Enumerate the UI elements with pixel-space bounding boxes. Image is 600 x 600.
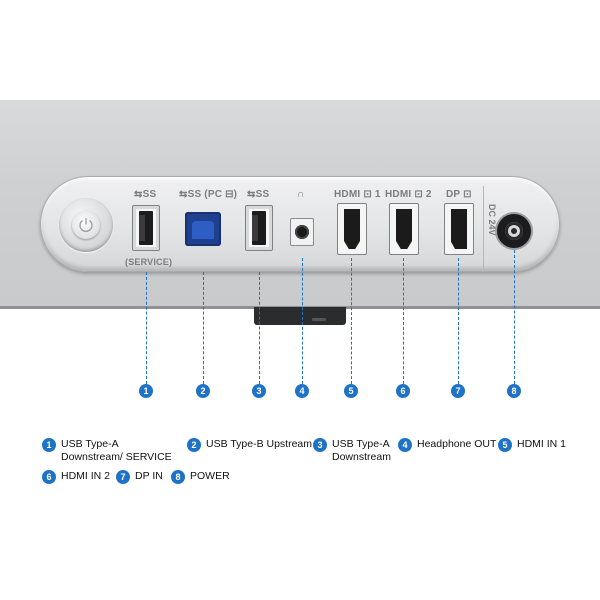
legend-badge: 6: [42, 470, 56, 484]
legend-item-8: 8 POWER: [171, 470, 251, 484]
legend-text: DP IN: [135, 470, 163, 482]
leader-line-5: [351, 258, 352, 384]
callout-6: 6: [396, 384, 410, 398]
dc-label: DC 24V: [487, 204, 497, 236]
leader-line-1: [146, 272, 147, 384]
dc-power-jack[interactable]: [497, 214, 531, 248]
displayport-port[interactable]: [444, 203, 474, 255]
usb-b-mark: ⇆SS (PC ⊟): [179, 189, 238, 200]
leader-line-3: [259, 272, 260, 384]
hdmi2-label: HDMI ⊡ 2: [385, 189, 432, 200]
power-icon: [79, 218, 93, 232]
legend-badge: 5: [498, 438, 512, 452]
legend-item-3: 3 USB Type-A Downstream: [313, 438, 395, 464]
legend-text: HDMI IN 1: [517, 438, 567, 450]
hdmi-port-1[interactable]: [337, 203, 367, 255]
callout-8: 8: [507, 384, 521, 398]
hdmi-port-2[interactable]: [389, 203, 419, 255]
legend-text: POWER: [190, 470, 230, 482]
usb-a-port-2[interactable]: [245, 205, 273, 251]
hdmi1-label: HDMI ⊡ 1: [334, 189, 381, 200]
stand-slot: [312, 318, 326, 321]
legend-text: USB Type-A Downstream/ SERVICE: [61, 438, 172, 463]
legend-item-7: 7 DP IN: [116, 470, 176, 484]
callout-2: 2: [196, 384, 210, 398]
usb-a-1-mark: ⇆SS: [134, 189, 157, 200]
legend-badge: 4: [398, 438, 412, 452]
leader-line-8: [514, 250, 515, 384]
callout-4: 4: [295, 384, 309, 398]
leader-line-2: [203, 272, 204, 384]
dp-label: DP ⊡: [446, 189, 472, 200]
callout-7: 7: [451, 384, 465, 398]
service-label: (SERVICE): [125, 257, 173, 267]
legend-badge: 7: [116, 470, 130, 484]
headphone-jack[interactable]: [290, 218, 314, 246]
usb-b-port[interactable]: [185, 212, 221, 246]
dc-divider: [483, 186, 484, 270]
callout-1: 1: [139, 384, 153, 398]
legend-badge: 3: [313, 438, 327, 452]
legend-item-5: 5 HDMI IN 1: [498, 438, 578, 452]
legend-item-6: 6 HDMI IN 2: [42, 470, 122, 484]
callout-5: 5: [344, 384, 358, 398]
power-button[interactable]: [72, 211, 100, 239]
callout-3: 3: [252, 384, 266, 398]
leader-line-7: [458, 258, 459, 384]
legend-item-1: 1 USB Type-A Downstream/ SERVICE: [42, 438, 182, 464]
legend-text: HDMI IN 2: [61, 470, 111, 482]
headphone-icon: ∩: [297, 189, 305, 200]
legend-item-2: 2 USB Type-B Upstream: [187, 438, 312, 452]
legend-badge: 1: [42, 438, 56, 452]
legend-item-4: 4 Headphone OUT: [398, 438, 498, 452]
usb-a-2-mark: ⇆SS: [247, 189, 270, 200]
legend-badge: 8: [171, 470, 185, 484]
legend-text: Headphone OUT: [417, 438, 497, 450]
legend-text: USB Type-A Downstream: [332, 438, 391, 463]
leader-line-6: [403, 258, 404, 384]
leader-line-4: [302, 258, 303, 384]
usb-a-port-1[interactable]: [132, 205, 160, 251]
monitor-stand-neck: [254, 307, 346, 325]
legend-text: USB Type-B Upstream: [206, 438, 313, 450]
legend-badge: 2: [187, 438, 201, 452]
